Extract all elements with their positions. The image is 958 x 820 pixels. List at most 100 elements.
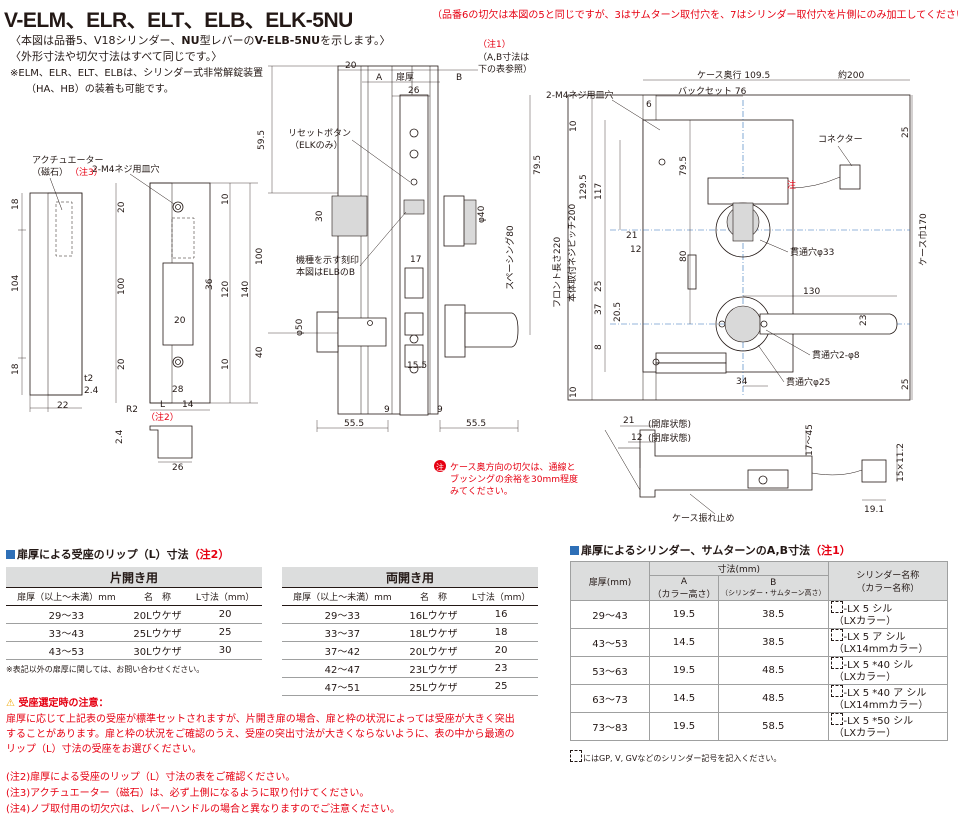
cylinder-code-box (830, 657, 843, 669)
col-door-thickness: 扉厚(mm) (570, 561, 650, 601)
dim-37: 37 (594, 304, 604, 315)
dim-20-5: 20.5 (613, 302, 623, 322)
dim-22: 22 (57, 401, 68, 411)
dim-6: 6 (646, 100, 652, 110)
case-height-label: ケース巾170 (917, 213, 929, 266)
case-depth-label: ケース奥行 109.5 (697, 69, 770, 81)
dim-12b: 12 (630, 245, 641, 255)
model-mark-label: 機種を示す刻印 (296, 254, 359, 266)
dim-t2: t2 (84, 374, 93, 384)
case-detail-view: 21 12 17～45 15×11.2 19.1 (604, 416, 906, 515)
dim-23: 23 (859, 315, 869, 326)
close-state-label: (閉扉状態) (648, 432, 691, 444)
reset-button-label2: （ELKのみ） (290, 140, 343, 151)
dim-9a: 9 (384, 405, 390, 415)
dim-15-5: 15.5 (407, 361, 427, 371)
case-note-line1: ケース奥方向の切欠は、通線と (450, 461, 576, 473)
dim-20b: 20 (117, 358, 127, 370)
col-dims: 寸法(mm) (649, 561, 829, 576)
section2-square-icon (570, 546, 579, 555)
r2-note: （注2） (146, 411, 179, 423)
cylinder-code-box (570, 750, 582, 762)
col-cylinder-name: シリンダー名称（カラー名称） (827, 561, 949, 601)
subtitle-line1: 〈本図は品番5、V18シリンダー、NU型レバーのV-ELB-5NUを示します。〉 (10, 34, 391, 47)
subtitle-line4: （HA、HB）の装着も可能です。 (26, 84, 174, 95)
dim-59-5: 59.5 (257, 130, 267, 150)
dim-L: L (160, 400, 165, 410)
section2-title: 扉厚によるシリンダー、サムターンのA,B寸法（注1） (570, 542, 851, 558)
dim-17: 17 (410, 255, 421, 265)
strike-front-view: 20 100 20 28 14 L 36 20 10 120 140 10 10… (115, 182, 265, 411)
screw-hole-right-label: 2-M4ネジ用皿穴 (546, 89, 613, 101)
col-name: 名 称 (126, 587, 189, 606)
caution-body-2: することがあります。扉と枠の状況をご確認のうえ、受座の突出寸法が大きくならないよ… (6, 729, 515, 740)
warning-icon: ⚠ (6, 698, 15, 709)
case-note-line3: みてください。 (450, 486, 513, 497)
dim-17-45: 17～45 (805, 424, 815, 456)
dim-B: B (456, 73, 462, 83)
technical-drawing: 18 104 18 22 t2 2.4 アクチュエーター （磁石） （注3） 2… (11, 38, 929, 524)
dim-20top: 20 (345, 61, 357, 71)
r2-label: R2 (126, 405, 138, 415)
dim-140: 140 (241, 281, 251, 298)
col-B: B（シリンダー・サムターン高さ） (718, 575, 829, 601)
dim-phi50: φ50 (295, 318, 305, 336)
dim-100: 100 (117, 278, 127, 295)
subtitle-line3: ※ELM、ELR、ELT、ELBは、シリンダー式非常解錠装置 (10, 68, 264, 79)
caution-mark-b (434, 460, 446, 472)
dim-100b: 100 (255, 248, 265, 265)
section1-title: 扉厚による受座のリップ（L）寸法（注2） (6, 546, 229, 562)
dim-80: 80 (679, 250, 689, 262)
dim-A: A (376, 73, 383, 83)
model-mark-label2: 本図はELBのB (296, 266, 355, 278)
note1-label: （注1） (478, 38, 511, 50)
actuator-label2: （磁石） (32, 166, 68, 178)
dim-15x11-2: 15×11.2 (896, 443, 906, 482)
double-group-header: 両開き用 (282, 567, 538, 588)
dim-26: 26 (172, 463, 184, 473)
dim-117: 117 (594, 183, 604, 200)
actuator-view: 18 104 18 22 t2 2.4 (11, 192, 99, 412)
dim-18b: 18 (11, 363, 21, 375)
dim-10d: 10 (569, 386, 579, 398)
through-hole-8-label: 貫通穴2-φ8 (812, 349, 860, 361)
actuator-label: アクチュエーター (32, 155, 104, 166)
dim-25b: 25 (901, 127, 911, 138)
col-thickness: 扉厚（以上～未満）mm (282, 587, 403, 606)
col-L: L寸法（mm） (188, 587, 262, 606)
dim-130: 130 (803, 287, 820, 297)
cylinder-table: 扉厚(mm) 寸法(mm) シリンダー名称（カラー名称） A（カラー高さ） B（… (570, 561, 949, 741)
dim-14: 14 (182, 400, 194, 410)
note1-b: （A,B寸法は (478, 51, 529, 63)
dim-21b: 21 (623, 416, 634, 426)
col-L: L寸法（mm） (464, 587, 538, 606)
front-plate-label: フロント長さ220 (552, 237, 563, 308)
dim-8: 8 (594, 344, 604, 350)
spacing-label: スペーシング80 (504, 225, 516, 290)
dim-129-5: 129.5 (579, 174, 589, 200)
single-group-header: 片開き用 (6, 567, 262, 588)
through-hole-33-label: 貫通穴φ33 (790, 246, 834, 258)
section1-footnote: ※表記以外の扉厚に関しては、お問い合わせください。 (6, 665, 205, 674)
dim-120: 120 (221, 281, 231, 298)
dim-18a: 18 (11, 198, 21, 210)
connector-label: コネクター (818, 134, 863, 145)
dim-10c: 10 (569, 120, 579, 132)
dim-9b: 9 (437, 405, 443, 415)
dim-25a: 25 (594, 281, 604, 292)
cylinder-code-box (830, 713, 843, 725)
note-2: (注2)扉厚による受座のリップ（L）寸法の表をご確認ください。 (6, 772, 296, 783)
header-note: （品番6の切欠は本図の5と同じですが、3はサムターン取付穴を、7はシリンダー取付… (432, 10, 958, 21)
